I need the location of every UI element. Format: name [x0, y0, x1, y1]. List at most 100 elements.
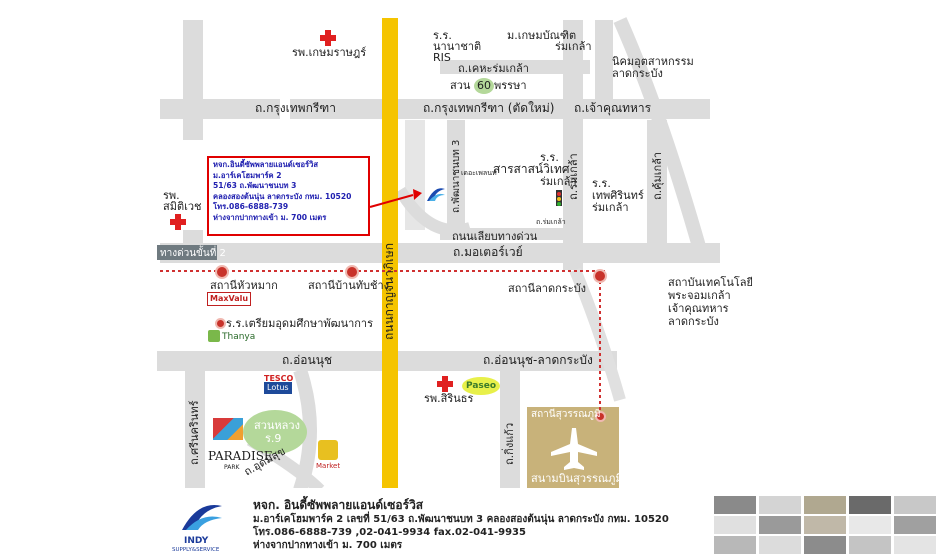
- footer-phone: โทร.086-6888-739 ,02-041-9934 fax.02-041…: [253, 527, 526, 538]
- footer-address: ม.อาร์เคโฮมพาร์ค 2 เลขที่ 51/63 ถ.พัฒนาช…: [253, 514, 669, 525]
- road-left-top: [183, 20, 203, 140]
- label-park60-num: 60: [474, 78, 494, 94]
- label-thep-2: เทพศิรินทร์: [592, 189, 644, 202]
- product-thumb-5: [894, 496, 936, 514]
- label-lotus: Lotus: [264, 382, 292, 394]
- station-icon-airport: [595, 411, 606, 422]
- road-sinakharin: [185, 360, 205, 490]
- label-motorway: ถ.มอเตอร์เวย์: [453, 245, 523, 259]
- indy-logo-sub: SUPPLY&SERVICE: [172, 547, 220, 553]
- label-nikhom-2: ลาดกระบัง: [612, 67, 663, 80]
- label-nanachat-3: RIS: [433, 51, 451, 64]
- label-expressway: ทางด่วนขั้นที่ 2: [160, 248, 226, 259]
- label-samitivej-1: รพ.: [163, 189, 180, 202]
- label-krungthep-kreetha: ถ.กรุงเทพกรีฑา: [255, 101, 336, 115]
- indy-logo: INDY SUPPLY&SERVICE: [172, 496, 228, 556]
- road-lieb: [440, 228, 570, 240]
- footer-company: หจก. อินดี้ซัพพลายแอนด์เซอร์วิส: [253, 498, 424, 512]
- label-chao-khun-thahan: ถ.เจ้าคุณทหาร: [574, 101, 652, 115]
- indy-marker-icon: [423, 183, 447, 213]
- label-airport: สนามบินสุวรรณภูมิ: [531, 472, 623, 485]
- road-motorway: [160, 243, 720, 263]
- road-phatthana-chonnabot: [447, 120, 465, 230]
- label-kehat-romklao: ถ.เคหะร่มเกล้า: [458, 62, 529, 75]
- label-thep-1: ร.ร.: [592, 177, 611, 190]
- label-hua-mak: สถานีหัวหมาก: [210, 279, 278, 292]
- label-thep-3: ร่มเกล้า: [592, 201, 629, 214]
- label-paseo: Paseo: [462, 377, 501, 395]
- label-onnut: ถ.อ่อนนุช: [282, 353, 333, 367]
- hospital-icon-sirinthorn: [437, 376, 453, 392]
- label-kmitl-4: ลาดกระบัง: [668, 315, 719, 328]
- label-krungthep-kreetha-new: ถ.กรุงเทพกรีฑา (ตัดใหม่): [423, 101, 555, 115]
- paradise-logo-icon: [213, 418, 243, 440]
- indy-logo-name: INDY: [184, 536, 209, 546]
- label-airport-stn: สถานีสุวรรณภูมิ: [531, 409, 601, 420]
- label-romklao-small: ถ.ร่มเกล้า: [536, 218, 566, 226]
- label-onnut-latkrabang: ถ.อ่อนนุช-ลาดกระบัง: [483, 353, 593, 367]
- road-khumklao: [647, 120, 667, 250]
- cmarket-logo-icon: [318, 440, 338, 460]
- label-kasembundit-2: ร่มเกล้า: [555, 40, 592, 53]
- label-daily: เดอะเพลนท์: [461, 169, 497, 177]
- park-suan-luang: [243, 410, 307, 454]
- label-kasemrad: รพ.เกษมราษฎร์: [292, 46, 367, 59]
- label-triam: ร.ร.เตรียมอุดมศึกษาพัฒนาการ: [226, 317, 374, 330]
- label-ban-thap-chang: สถานีบ้านทับช้าง: [308, 279, 389, 292]
- label-satit-1: ร.ร.: [540, 151, 559, 164]
- label-paradise: PARADISE: [208, 449, 273, 463]
- indy-logo-icon: [182, 505, 222, 530]
- infobox-company: หจก.อินดี้ซัพพลายแอนด์เซอร์วิส: [213, 160, 319, 169]
- infobox-village: ม.อาร์เคโฮมพาร์ค 2: [213, 170, 282, 180]
- label-kasembundit-1: ม.เกษมบัณฑิต: [507, 29, 577, 42]
- product-thumb-9: [849, 516, 891, 534]
- label-nikhom-1: นิคมอุตสาหกรรม: [612, 55, 694, 68]
- road-romklao: [563, 20, 583, 270]
- station-icon-hua-mak: [215, 265, 229, 279]
- product-thumb-2: [759, 496, 801, 514]
- road-kehat-romklao: [440, 60, 590, 74]
- label-khumklao: ถ.คุ้มเกล้า: [651, 151, 664, 200]
- product-thumb-3: [804, 496, 846, 514]
- hospital-icon-kasemrad: [320, 30, 336, 46]
- address-infobox: หจก.อินดี้ซัพพลายแอนด์เซอร์วิส ม.อาร์เคโ…: [207, 156, 370, 236]
- label-nanachat-2: นานาชาติ: [433, 40, 482, 53]
- label-maxvalu: MaxValu: [207, 292, 252, 306]
- airplane-icon: [551, 428, 597, 470]
- label-sinakharin: ถ.ศรีนครินทร์: [188, 400, 201, 465]
- label-lat-krabang-stn: สถานีลาดกระบัง: [508, 282, 586, 295]
- footer-distance: ห่างจากปากทางเข้า ม. 700 เมตร: [253, 540, 403, 551]
- product-thumb-10: [894, 516, 936, 534]
- product-thumb-8: [804, 516, 846, 534]
- station-icon-lat-krabang: [593, 269, 607, 283]
- thanya-logo-icon: [208, 330, 220, 342]
- product-thumb-14: [849, 536, 891, 554]
- label-park60-tail: พรรษา: [494, 79, 527, 92]
- product-thumb-7: [759, 516, 801, 534]
- product-thumb-11: [714, 536, 756, 554]
- label-kmitl-2: พระจอมเกล้า: [668, 289, 731, 302]
- product-thumb-12: [759, 536, 801, 554]
- infobox-street: 51/63 ถ.พัฒนาชนบท 3: [213, 181, 297, 190]
- label-cmarket: Market: [316, 462, 341, 470]
- label-park60: สวน: [450, 79, 471, 92]
- label-kmitl-1: สถาบันเทคโนโลยี: [668, 276, 753, 289]
- road-chao-khun-thahan: [560, 99, 710, 119]
- station-icon-ban-thap-chang: [345, 265, 359, 279]
- label-suan-luang-1: สวนหลวง: [254, 419, 300, 432]
- school-icon-triam: [215, 318, 226, 329]
- label-tesco: TESCO: [264, 374, 294, 383]
- label-suan-luang-2: ร.9: [265, 432, 282, 445]
- highway-kanchanaphisek: [382, 18, 398, 490]
- label-sirinthorn: รพ.สิรินธร: [424, 392, 474, 405]
- label-nanachat-1: ร.ร.: [433, 29, 452, 42]
- label-kingkaeo: ถ.กิ่งแก้ว: [503, 422, 516, 465]
- label-thanya: Thanya: [222, 332, 256, 342]
- footer: INDY SUPPLY&SERVICE หจก. อินดี้ซัพพลายแอ…: [0, 488, 940, 557]
- infobox-district: คลองสองต้นนุ่น ลาดกระบัง กทม. 10520: [213, 191, 352, 201]
- label-kmitl-3: เจ้าคุณทหาร: [668, 302, 729, 315]
- product-thumb-1: [714, 496, 756, 514]
- product-thumb-13: [804, 536, 846, 554]
- label-satit-2: สารสาสน์วิเทศ: [493, 162, 570, 176]
